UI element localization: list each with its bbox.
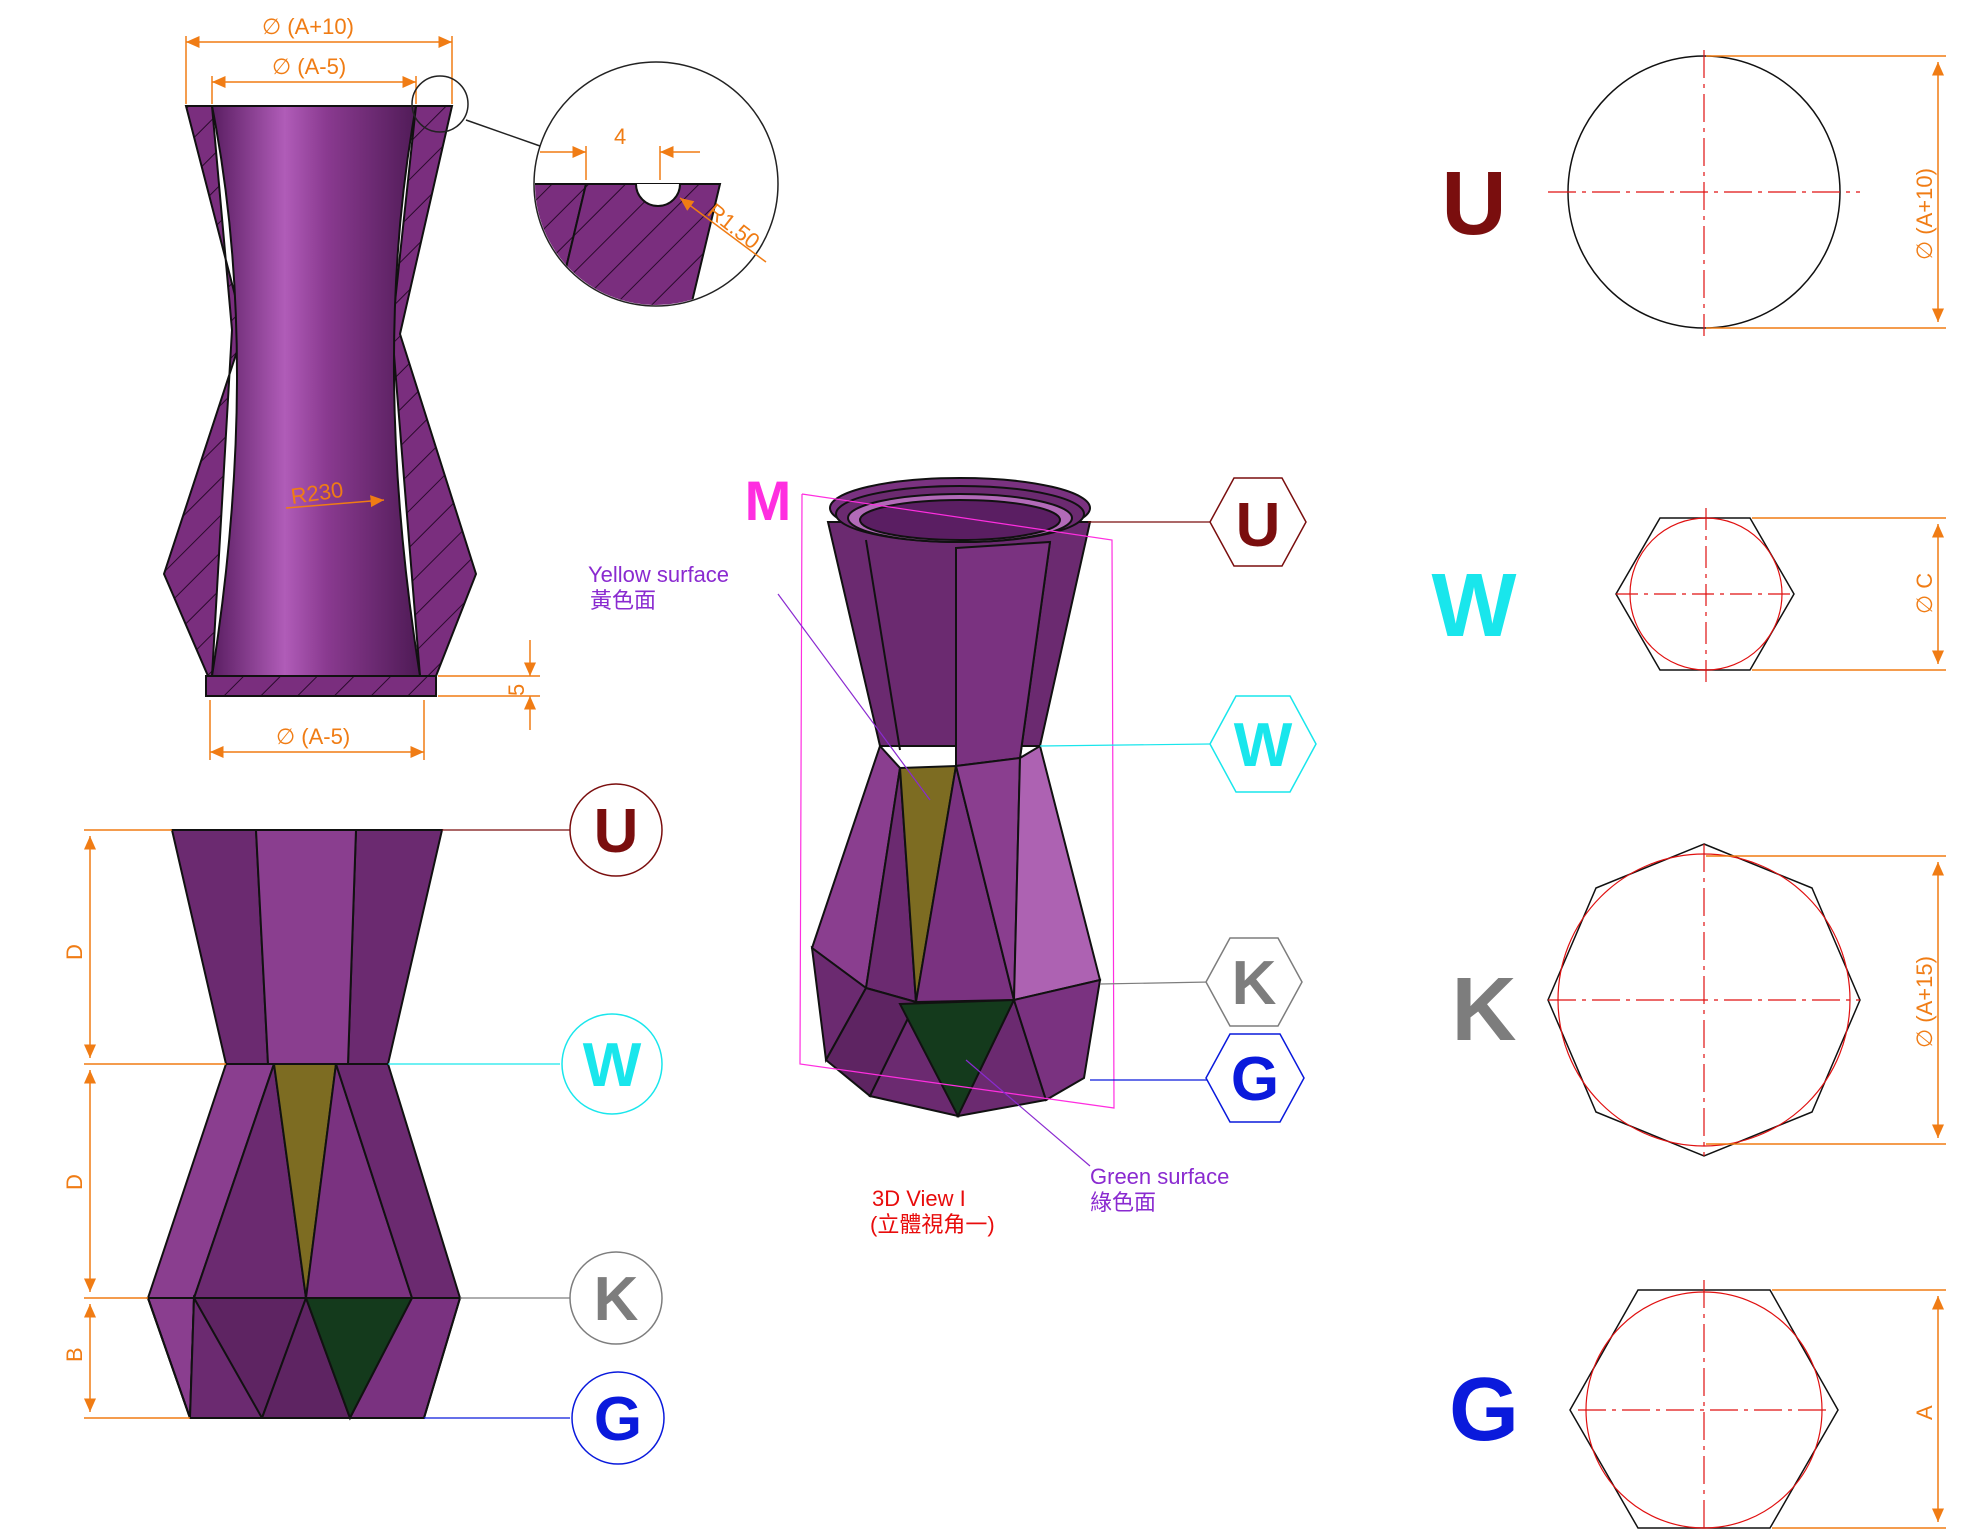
iso-callout-K: K (1205, 937, 1303, 1027)
svg-text:K: K (1452, 960, 1517, 1060)
front-callout-K: K (569, 1251, 663, 1345)
dim-top-inner: ∅ (A-5) (272, 54, 346, 79)
dim-base-thickness: 5 (504, 684, 529, 696)
front-callout-G: G (571, 1371, 665, 1465)
svg-text:∅ (A+10): ∅ (A+10) (1912, 168, 1937, 260)
detail-leader (465, 119, 541, 147)
view-caption: 3D View I (872, 1186, 966, 1211)
dim-lower-height: B (62, 1347, 87, 1362)
detail-view: 4 R1.50 (533, 61, 779, 307)
profile-W-hexagon (1615, 517, 1795, 671)
section-base (205, 675, 437, 697)
svg-text:∅ C: ∅ C (1912, 573, 1937, 614)
svg-text:G: G (1231, 1045, 1279, 1114)
label-M: M (745, 469, 792, 532)
green-surface-label: Green surface (1090, 1164, 1229, 1189)
profile-K: K ∅ (A+15) (1452, 843, 1946, 1157)
svg-text:∅ (A+15): ∅ (A+15) (1912, 956, 1937, 1048)
dim-groove-width: 4 (614, 124, 626, 149)
iso-callout-U: U (1209, 477, 1307, 567)
yellow-surface-label: Yellow surface (588, 562, 729, 587)
front-callout-U: U (569, 783, 663, 877)
svg-text:W: W (1432, 556, 1517, 656)
green-surface-label-zh: 綠色面 (1090, 1190, 1156, 1215)
dim-middle-height: D (62, 1174, 87, 1190)
iso-callout-W: W (1209, 695, 1317, 793)
dim-top-outer: ∅ (A+10) (262, 14, 354, 39)
svg-text:W: W (583, 1031, 642, 1100)
front-view: D D B U W K G (62, 783, 665, 1465)
view-caption-zh: (立體視角一) (870, 1212, 995, 1237)
iso-view: M U W K G Yellow surface 黃色面 Green surfa… (588, 469, 1317, 1237)
svg-text:K: K (1232, 949, 1277, 1018)
svg-text:U: U (1236, 491, 1281, 560)
svg-text:W: W (1234, 711, 1293, 780)
profile-views: U ∅ (A+10) W ∅ C (1432, 50, 1946, 1534)
dim-upper-height: D (62, 944, 87, 960)
section-wall-right (390, 105, 478, 677)
iso-callout-G: G (1205, 1033, 1305, 1123)
yellow-surface-label-zh: 黃色面 (590, 588, 656, 613)
svg-text:U: U (594, 797, 639, 866)
profile-W: W ∅ C (1432, 508, 1946, 686)
detail-wall-right (554, 183, 722, 305)
svg-text:A: A (1912, 1405, 1937, 1420)
svg-text:G: G (594, 1385, 642, 1454)
section-inner-surface (210, 105, 422, 677)
profile-G-hexagon (1569, 1289, 1839, 1529)
iso-m-box (799, 493, 1115, 1109)
front-callout-W: W (561, 1013, 663, 1115)
detail-callout-circle (411, 75, 469, 133)
svg-text:U: U (1442, 154, 1507, 254)
dim-bottom-inner: ∅ (A-5) (276, 724, 350, 749)
section-view: ∅ (A+10) ∅ (A-5) ∅ (A-5) R230 5 (162, 14, 541, 760)
profile-G: G A (1449, 1280, 1946, 1534)
svg-text:G: G (1449, 1360, 1519, 1460)
profile-U: U ∅ (A+10) (1442, 50, 1946, 336)
svg-text:K: K (594, 1265, 639, 1334)
